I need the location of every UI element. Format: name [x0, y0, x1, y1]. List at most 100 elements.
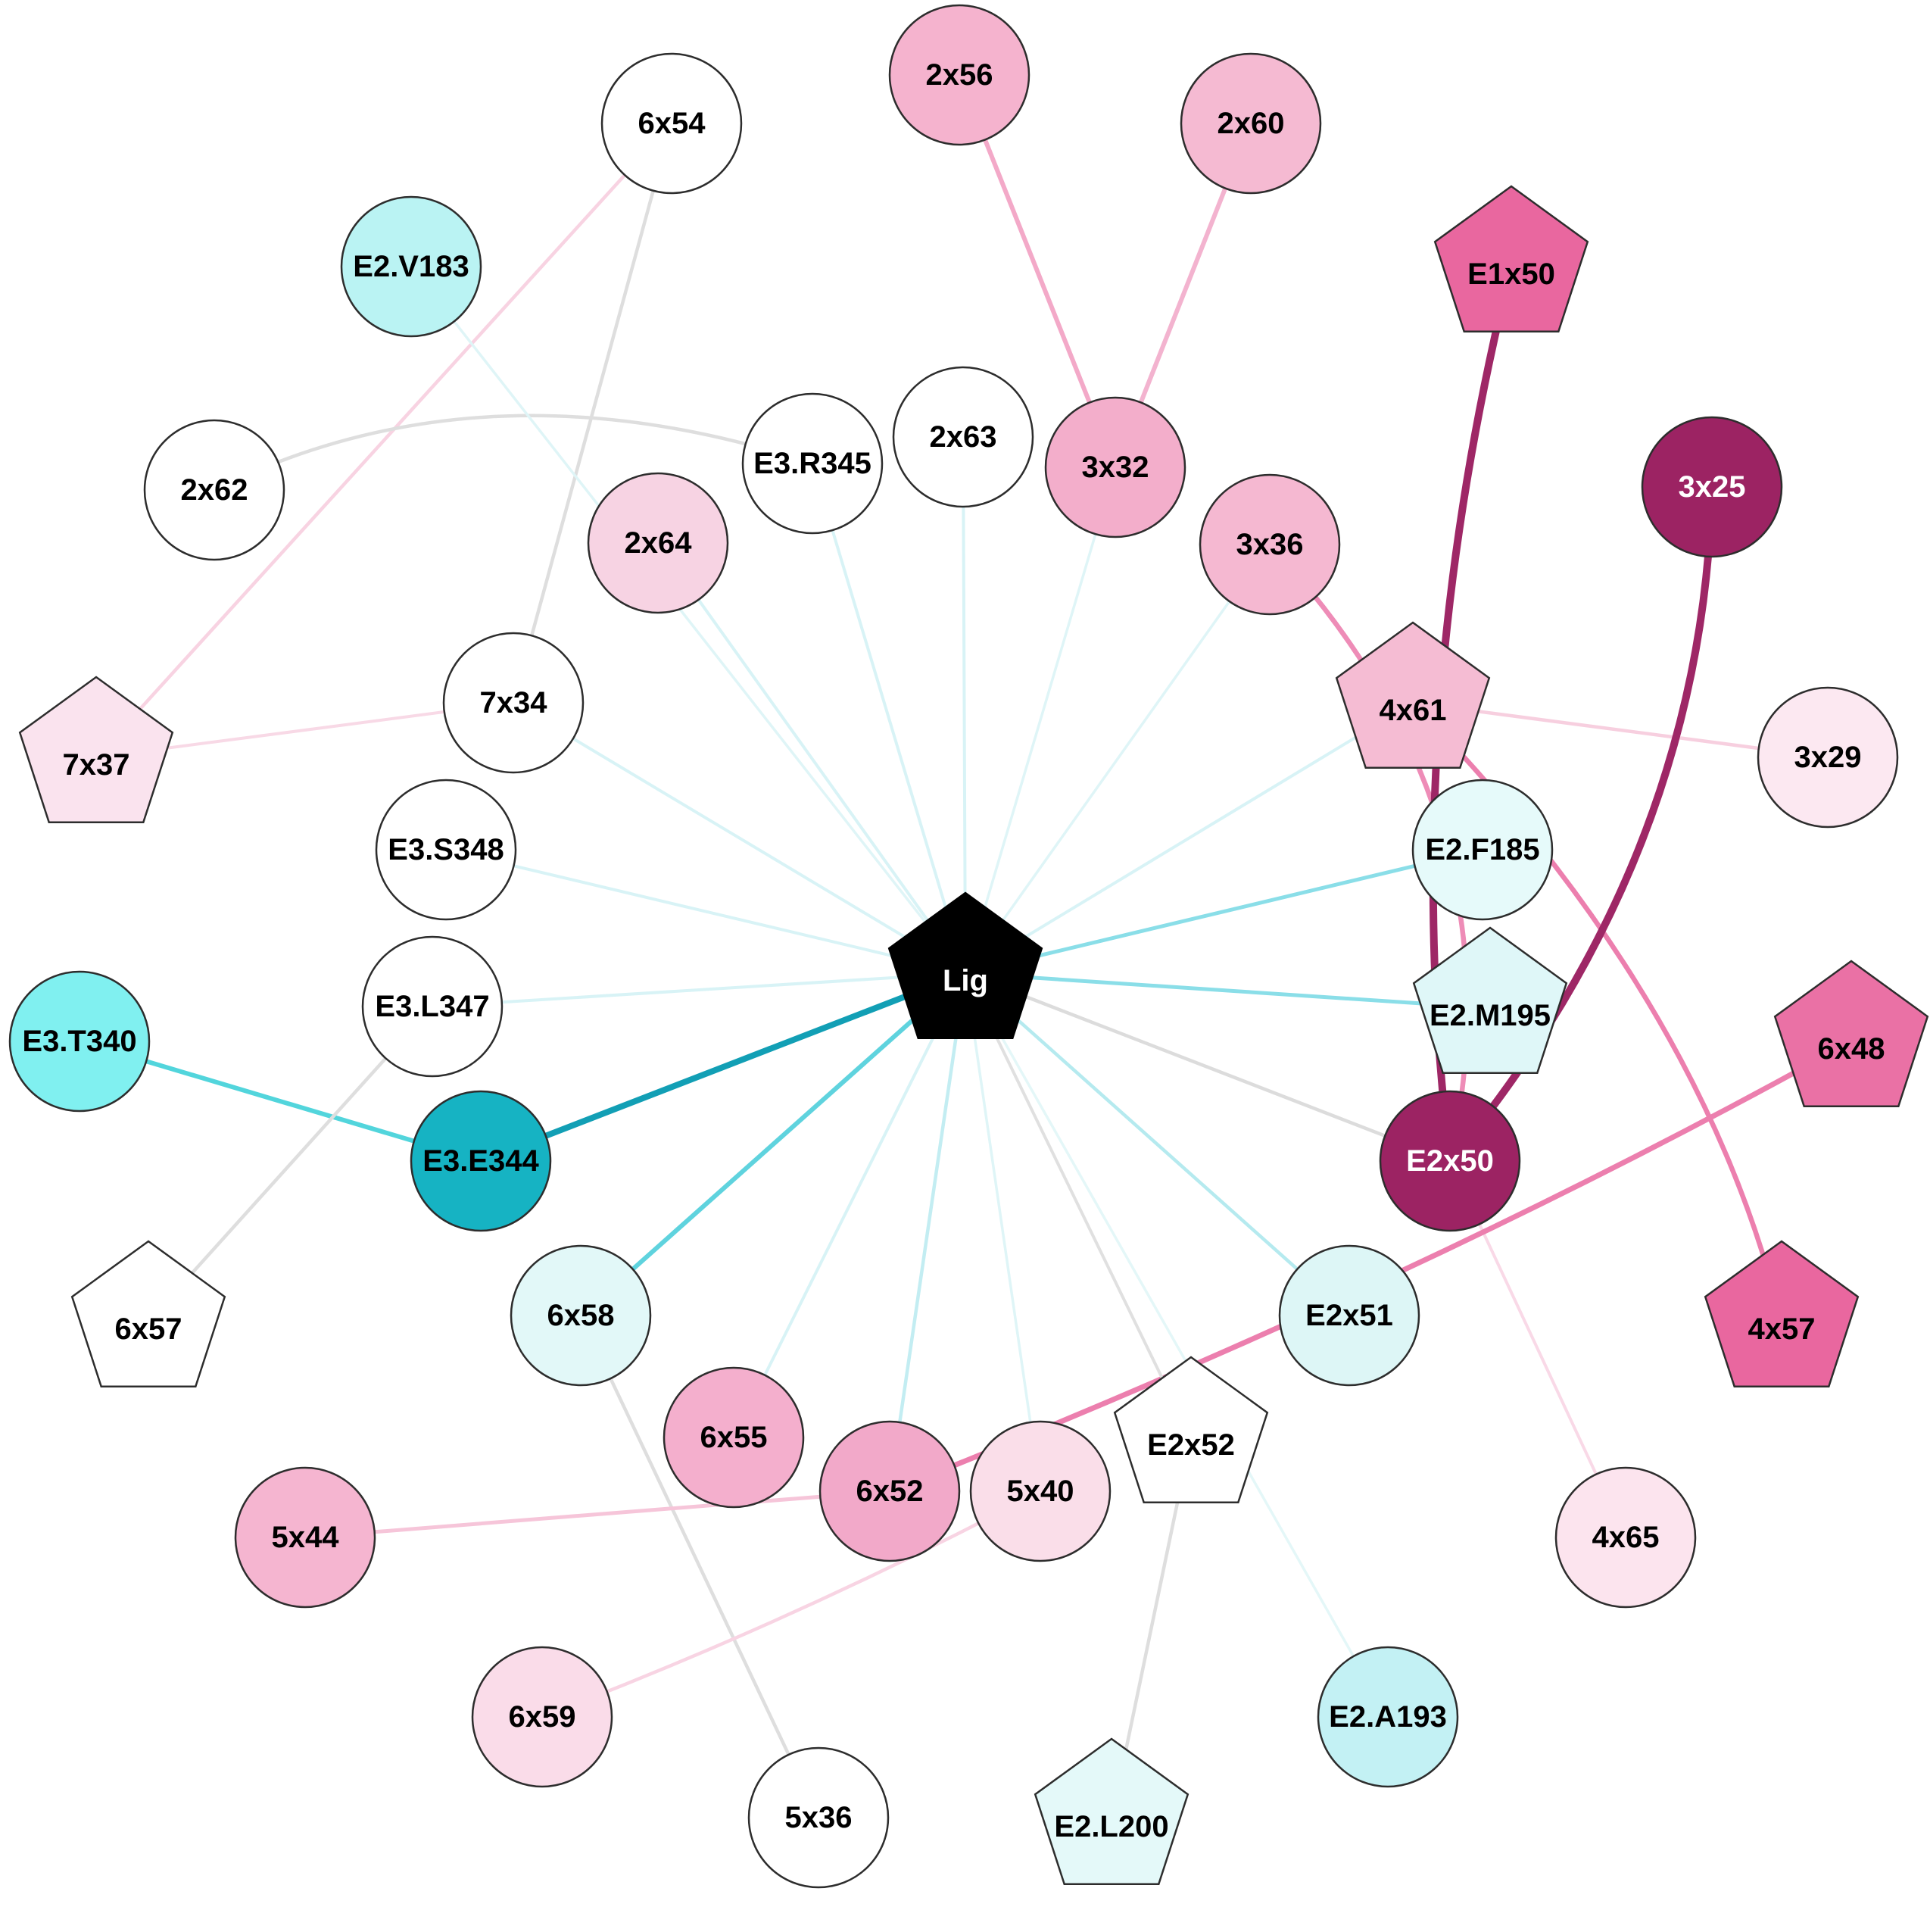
node-Lig[interactable]: Lig [887, 891, 1043, 1040]
node-6x55[interactable]: 6x55 [663, 1366, 805, 1509]
circle-shape-6x58 [510, 1244, 652, 1387]
circle-shape-7x34 [442, 632, 585, 774]
circle-shape-E2.V183 [340, 195, 482, 338]
edge-6x57-E3.L347 [146, 1004, 435, 1324]
circle-shape-E3.E344 [410, 1090, 552, 1232]
circle-shape-3x29 [1757, 686, 1899, 829]
edge-Lig-6x55 [732, 972, 967, 1439]
node-5x40[interactable]: 5x40 [969, 1420, 1112, 1562]
node-E1x50[interactable]: E1x50 [1433, 185, 1589, 333]
edge-7x37-6x54 [94, 121, 674, 760]
edge-6x59-5x40 [540, 1489, 1043, 1719]
pentagon-shape-4x61 [1335, 621, 1491, 769]
node-3x29[interactable]: 3x29 [1757, 686, 1899, 829]
node-2x60[interactable]: 2x60 [1180, 52, 1322, 195]
pentagon-shape-4x57 [1704, 1240, 1860, 1388]
node-7x34[interactable]: 7x34 [442, 632, 585, 774]
circle-shape-2x60 [1180, 52, 1322, 195]
node-6x58[interactable]: 6x58 [510, 1244, 652, 1387]
node-6x48[interactable]: 6x48 [1773, 960, 1929, 1108]
edge-5x44-6x52 [303, 1489, 892, 1540]
edge-Lig-E2.A193 [964, 972, 1389, 1718]
node-6x54[interactable]: 6x54 [600, 52, 743, 195]
edge-Lig-E2.V183 [410, 265, 967, 975]
edge-Lig-E3.L347 [431, 972, 967, 1008]
edge-Lig-7x34 [512, 701, 967, 975]
circle-shape-5x40 [969, 1420, 1112, 1562]
edge-Lig-6x52 [887, 971, 968, 1493]
edge-Lig-E2.M195 [963, 971, 1492, 1010]
node-E2.L200[interactable]: E2.L200 [1034, 1737, 1189, 1886]
circle-shape-2x56 [888, 4, 1030, 146]
circle-shape-E2.A193 [1317, 1646, 1459, 1788]
edge-Lig-E2x52 [964, 972, 1193, 1439]
node-5x44[interactable]: 5x44 [234, 1466, 376, 1609]
circle-shape-E3.L347 [361, 935, 504, 1078]
node-4x65[interactable]: 4x65 [1554, 1466, 1697, 1609]
edge-6x54-7x34 [511, 121, 674, 705]
node-3x36[interactable]: 3x36 [1199, 473, 1341, 616]
node-E3.R345[interactable]: E3.R345 [741, 392, 884, 535]
edge-Lig-2x64 [656, 542, 967, 975]
circle-shape-4x65 [1554, 1466, 1697, 1609]
node-3x32[interactable]: 3x32 [1044, 396, 1186, 538]
edge-Lig-3x32 [964, 466, 1117, 975]
edge-Lig-3x36 [964, 543, 1271, 975]
edge-Lig-E2.F185 [963, 847, 1485, 975]
circle-shape-E3.T340 [8, 970, 151, 1113]
pentagon-shape-6x48 [1773, 960, 1929, 1108]
circle-shape-E2x50 [1379, 1090, 1521, 1232]
circle-shape-E2x51 [1278, 1244, 1420, 1387]
edge-Lig-4x61 [964, 701, 1414, 975]
circle-shape-E3.S348 [375, 779, 517, 921]
circle-shape-2x62 [143, 419, 285, 561]
node-6x52[interactable]: 6x52 [818, 1420, 961, 1562]
node-4x61[interactable]: 4x61 [1335, 621, 1491, 769]
node-6x59[interactable]: 6x59 [471, 1646, 613, 1788]
node-2x63[interactable]: 2x63 [892, 366, 1034, 508]
pentagon-shape-Lig [887, 891, 1043, 1040]
node-E2.A193[interactable]: E2.A193 [1317, 1646, 1459, 1788]
node-E2x50[interactable]: E2x50 [1379, 1090, 1521, 1232]
circle-shape-E3.R345 [741, 392, 884, 535]
circle-shape-6x54 [600, 52, 743, 195]
circle-shape-5x44 [234, 1466, 376, 1609]
node-E2x51[interactable]: E2x51 [1278, 1244, 1420, 1387]
circle-shape-2x64 [587, 472, 729, 614]
circle-shape-6x55 [663, 1366, 805, 1509]
node-E2.V183[interactable]: E2.V183 [340, 195, 482, 338]
node-E3.E344[interactable]: E3.E344 [410, 1090, 552, 1232]
pentagon-shape-E2x52 [1113, 1356, 1269, 1504]
circle-shape-E2.F185 [1411, 779, 1554, 921]
node-E3.T340[interactable]: E3.T340 [8, 970, 151, 1113]
node-E3.L347[interactable]: E3.L347 [361, 935, 504, 1078]
pentagon-shape-7x37 [18, 676, 174, 824]
circle-shape-5x36 [747, 1746, 890, 1889]
edge-Lig-E2x51 [963, 971, 1352, 1318]
circle-shape-3x25 [1641, 416, 1783, 558]
circle-shape-6x52 [818, 1420, 961, 1562]
node-E2x52[interactable]: E2x52 [1113, 1356, 1269, 1504]
node-2x56[interactable]: 2x56 [888, 4, 1030, 146]
edge-Lig-2x63 [962, 435, 967, 975]
node-3x25[interactable]: 3x25 [1641, 416, 1783, 558]
circle-shape-3x32 [1044, 396, 1186, 538]
node-E3.S348[interactable]: E3.S348 [375, 779, 517, 921]
circle-shape-2x63 [892, 366, 1034, 508]
edge-Lig-E3.S348 [444, 848, 967, 975]
node-4x57[interactable]: 4x57 [1704, 1240, 1860, 1388]
pentagon-shape-E1x50 [1433, 185, 1589, 333]
circle-shape-3x36 [1199, 473, 1341, 616]
edge-Lig-5x40 [964, 972, 1042, 1493]
node-5x36[interactable]: 5x36 [747, 1746, 890, 1889]
edge-Lig-E3.R345 [811, 462, 967, 975]
node-2x62[interactable]: 2x62 [143, 419, 285, 561]
edge-2x62-E3.R345 [212, 414, 815, 492]
node-E2.F185[interactable]: E2.F185 [1411, 779, 1554, 921]
pentagon-shape-E2.M195 [1412, 926, 1568, 1075]
edge-Lig-E3.E344 [478, 970, 968, 1164]
node-2x64[interactable]: 2x64 [587, 472, 729, 614]
